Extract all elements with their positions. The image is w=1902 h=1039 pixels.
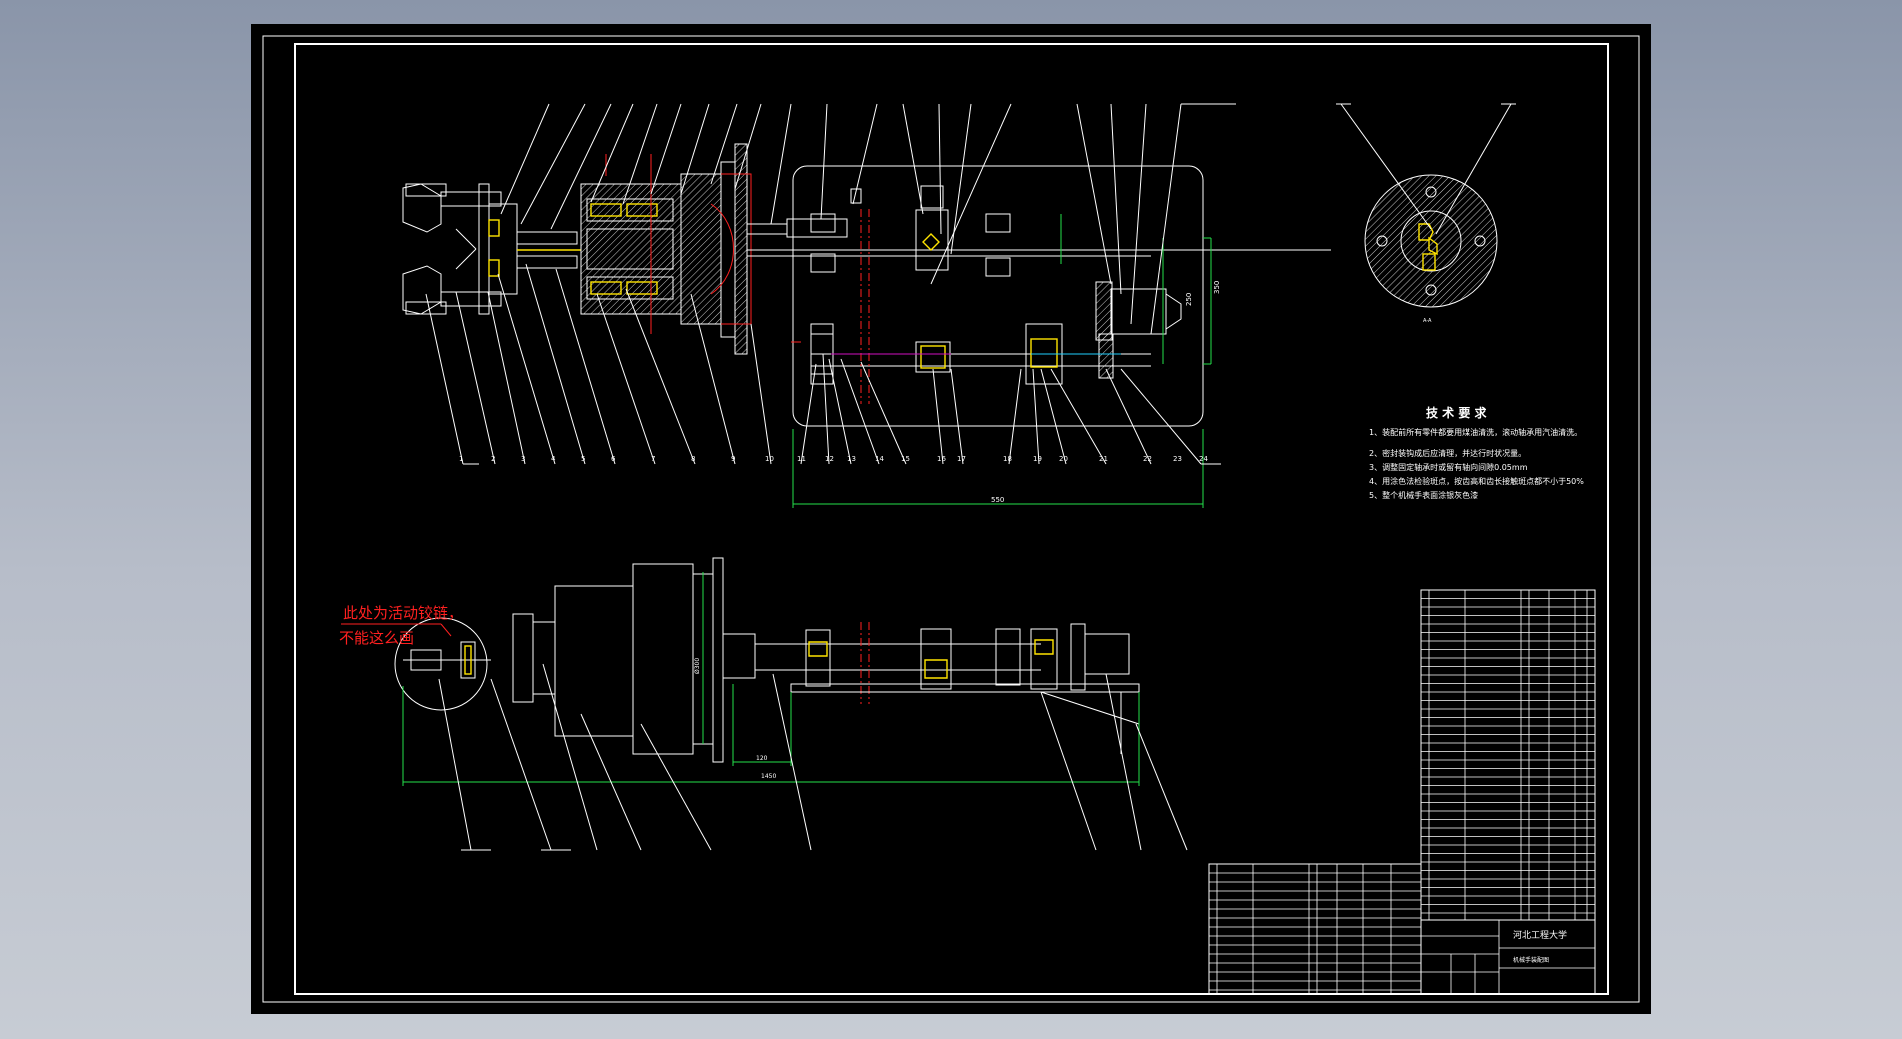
dim-top-length: 550: [991, 496, 1004, 504]
front-view: 1450 120 Ø300 此处为活动铰链， 不能这么画: [339, 557, 1188, 851]
section-view-circle: A-A: [1336, 103, 1516, 324]
red-note-line2: 不能这么画: [339, 629, 414, 647]
balloon-13: 13: [847, 455, 856, 463]
balloon-20: 20: [1059, 455, 1068, 463]
dim-mid-length: 120: [756, 755, 768, 762]
tech-req-2: 2、密封装钩成后应清理，并达行时状况量。: [1369, 448, 1526, 458]
tech-requirements-title: 技 术 要 求: [1426, 405, 1488, 420]
balloon-16: 16: [937, 455, 946, 463]
balloon-7: 7: [651, 455, 655, 463]
red-note-line1: 此处为活动铰链，: [343, 604, 463, 622]
title-drawing-name: 机械手装配图: [1513, 956, 1549, 964]
dim-flange-dia: Ø300: [694, 658, 701, 674]
title-school: 河北工程大学: [1513, 929, 1567, 941]
balloon-14: 14: [875, 455, 884, 463]
tech-req-5: 5、整个机械手表面涂银灰色漆: [1369, 490, 1478, 500]
balloon-22: 22: [1143, 455, 1152, 463]
cad-drawing: 1 2 3 4 5 6 7 8 9 10 11 12 13 14 15 16 1…: [262, 35, 1640, 1003]
drawing-sheet: 1 2 3 4 5 6 7 8 9 10 11 12 13 14 15 16 1…: [251, 24, 1651, 1014]
balloon-11: 11: [797, 455, 806, 463]
tech-requirements: 技 术 要 求 1、装配前所有零件都要用煤油清洗，滚动轴承用汽油清洗。 2、密封…: [1369, 405, 1584, 500]
balloon-10: 10: [765, 455, 774, 463]
outer-border: [262, 35, 1640, 1003]
balloon-12: 12: [825, 455, 834, 463]
balloon-8: 8: [691, 455, 695, 463]
balloon-3: 3: [521, 455, 525, 463]
parts-list-table: 河北工程大学 机械手装配图: [1208, 589, 1596, 995]
dim-height-a: 350: [1213, 281, 1221, 294]
balloon-21: 21: [1099, 455, 1108, 463]
drawing-border: [294, 43, 1609, 995]
balloon-24: 24: [1199, 455, 1208, 463]
balloon-17: 17: [957, 455, 966, 463]
svg-text:A-A: A-A: [1423, 318, 1432, 324]
balloon-2: 2: [491, 455, 495, 463]
balloon-15: 15: [901, 455, 910, 463]
dim-height-b: 250: [1185, 293, 1193, 306]
balloon-5: 5: [581, 455, 585, 463]
balloon-9: 9: [731, 455, 735, 463]
balloon-19: 19: [1033, 455, 1042, 463]
balloon-1: 1: [459, 455, 463, 463]
tech-req-4: 4、用涂色法检验斑点，按齿高和齿长接触斑点都不小于50%: [1369, 476, 1584, 486]
dim-bottom-length: 1450: [761, 773, 776, 780]
balloon-18: 18: [1003, 455, 1012, 463]
balloon-6: 6: [611, 455, 616, 463]
tech-req-1: 1、装配前所有零件都要用煤油清洗，滚动轴承用汽油清洗。: [1369, 427, 1582, 437]
balloon-23: 23: [1173, 455, 1182, 463]
tech-req-3: 3、调整固定轴承时或留有轴向间隙0.05mm: [1369, 462, 1528, 472]
top-view: 1 2 3 4 5 6 7 8 9 10 11 12 13 14 15 16 1…: [402, 103, 1331, 508]
balloon-4: 4: [551, 455, 556, 463]
